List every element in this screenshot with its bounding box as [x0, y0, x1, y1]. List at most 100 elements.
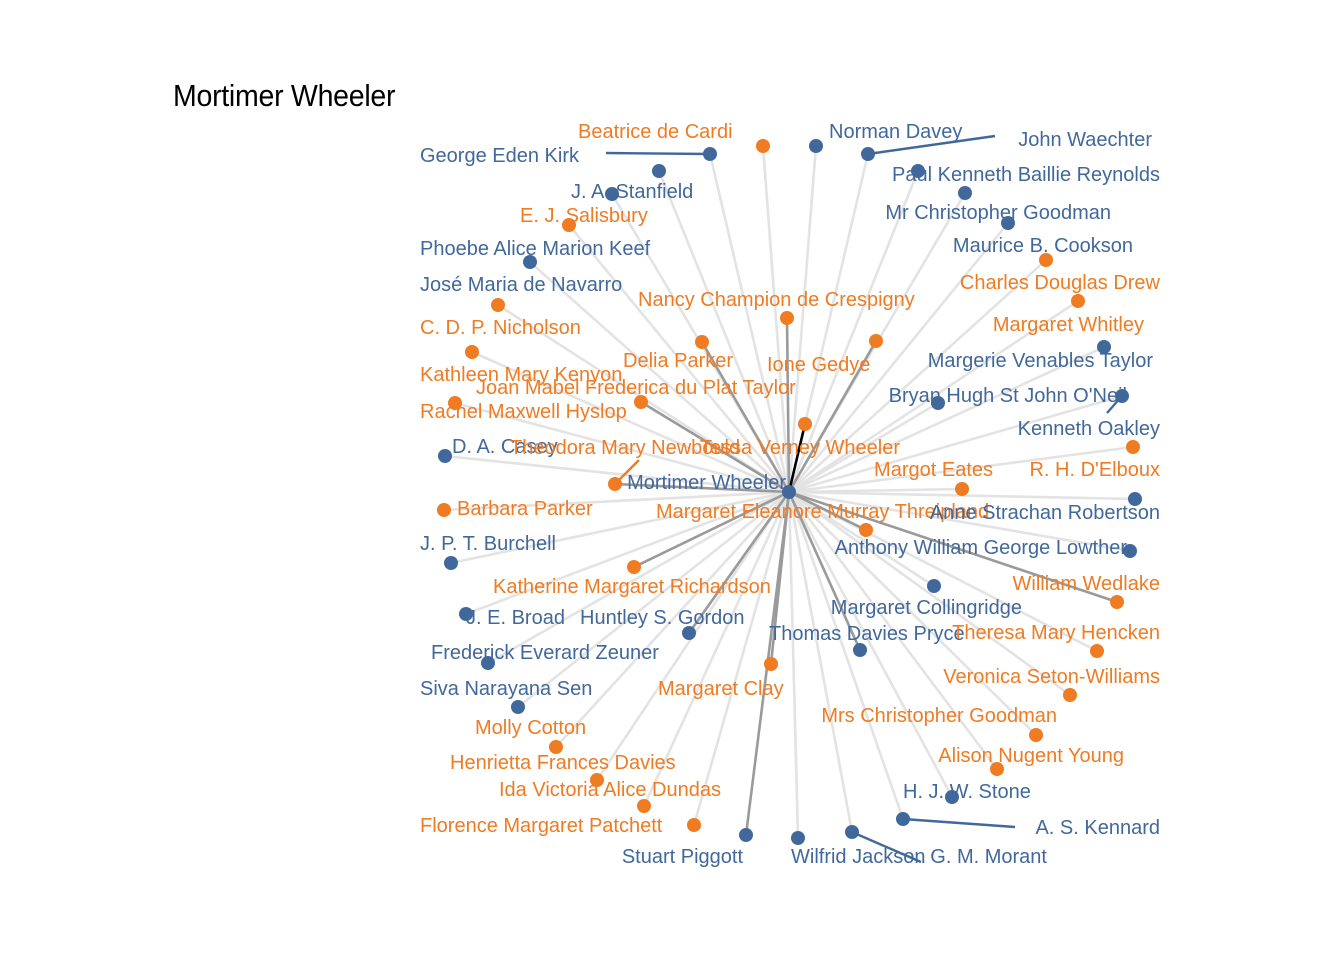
- node-label-florence-margaret-patchett: Florence Margaret Patchett: [420, 815, 663, 837]
- node-h-j-w-stone[interactable]: [945, 790, 959, 804]
- node-label-wilfrid-jackson: Wilfrid Jackson: [791, 846, 925, 868]
- edge-william-wedlake: [788, 490, 1118, 604]
- node-jose-maria-de-navarro[interactable]: [523, 255, 537, 269]
- node-kenneth-oakley[interactable]: [1115, 389, 1129, 403]
- node-label-joan-mabel-frederica-du-plat-taylor: Joan Mabel Frederica du Plat Taylor: [476, 377, 796, 399]
- node-kathleen-mary-kenyon[interactable]: [465, 345, 479, 359]
- node-label-paul-kenneth-baillie-reynolds: Paul Kenneth Baillie Reynolds: [892, 164, 1160, 186]
- node-thomas-davies-pryce[interactable]: [853, 643, 867, 657]
- node-maurice-b-cookson[interactable]: [1001, 216, 1015, 230]
- node-rachel-maxwell-hyslop[interactable]: [448, 396, 462, 410]
- node-paul-kenneth-baillie-reynolds[interactable]: [911, 164, 925, 178]
- edge-margaret-collingridge: [788, 490, 935, 588]
- node-margaret-clay[interactable]: [764, 657, 778, 671]
- center-node[interactable]: [782, 485, 796, 499]
- node-anne-strachan-robertson[interactable]: [1128, 492, 1142, 506]
- node-siva-narayana-sen[interactable]: [511, 700, 525, 714]
- node-margaret-eleanore-murray-threipland[interactable]: [859, 523, 873, 537]
- node-j-e-broad[interactable]: [459, 607, 473, 621]
- node-beatrice-de-cardi[interactable]: [756, 139, 770, 153]
- node-r-h-d-elboux[interactable]: [1126, 440, 1140, 454]
- node-alison-nugent-young[interactable]: [990, 762, 1004, 776]
- edges-layer: [443, 145, 1136, 839]
- node-label-barbara-parker: Barbara Parker: [457, 498, 593, 520]
- node-norman-davey[interactable]: [809, 139, 823, 153]
- node-mrs-christopher-goodman[interactable]: [1029, 728, 1043, 742]
- node-george-eden-kirk[interactable]: [703, 147, 717, 161]
- edge-mrs-christopher-goodman: [788, 491, 1037, 736]
- node-a-s-kennard[interactable]: [896, 812, 910, 826]
- node-charles-douglas-drew[interactable]: [1039, 253, 1053, 267]
- edge-joan-mabel-frederica-du-plat-taylor: [640, 400, 790, 494]
- node-label-huntley-s-gordon: Huntley S. Gordon: [580, 607, 745, 629]
- node-label-theresa-mary-hencken: Theresa Mary Hencken: [952, 622, 1160, 644]
- edge-anthony-william-george-lowther: [788, 490, 1131, 553]
- edge-nancy-champion-de-crespigny: [785, 317, 791, 493]
- edge-florence-margaret-patchett: [692, 491, 791, 826]
- node-john-waechter[interactable]: [861, 147, 875, 161]
- node-wilfrid-jackson[interactable]: [791, 831, 805, 845]
- node-mr-christopher-goodman[interactable]: [958, 186, 972, 200]
- node-nancy-champion-de-crespigny[interactable]: [780, 311, 794, 325]
- node-label-margerie-venables-taylor: Margerie Venables Taylor: [928, 350, 1154, 372]
- node-label-a-s-kennard: A. S. Kennard: [1035, 817, 1160, 839]
- node-label-veronica-seton-williams: Veronica Seton-Williams: [943, 666, 1160, 688]
- edge-bryan-hugh-st-john-o-neil: [788, 401, 939, 494]
- leader-line-a-s-kennard: [902, 817, 1016, 829]
- node-florence-margaret-patchett[interactable]: [687, 818, 701, 832]
- node-katherine-margaret-richardson[interactable]: [627, 560, 641, 574]
- node-d-a-casey[interactable]: [438, 449, 452, 463]
- node-label-margaret-clay: Margaret Clay: [658, 678, 784, 700]
- node-label-d-a-casey: D. A. Casey: [452, 436, 558, 458]
- node-j-p-t-burchell[interactable]: [444, 556, 458, 570]
- edge-a-s-kennard: [787, 491, 905, 820]
- node-label-ione-gedye: Ione Gedye: [767, 354, 870, 376]
- edge-ione-gedye: [787, 340, 878, 493]
- node-phoebe-alice-marion-keef[interactable]: [605, 187, 619, 201]
- edge-j-e-broad: [465, 490, 790, 616]
- edge-maurice-b-cookson: [787, 222, 1010, 493]
- node-tessa-verney-wheeler[interactable]: [798, 417, 812, 431]
- node-joan-mabel-frederica-du-plat-taylor[interactable]: [634, 395, 648, 409]
- node-margerie-venables-taylor[interactable]: [1097, 340, 1111, 354]
- node-label-j-p-t-burchell: J. P. T. Burchell: [420, 533, 556, 555]
- node-ida-victoria-alice-dundas[interactable]: [637, 799, 651, 813]
- node-stuart-piggott[interactable]: [739, 828, 753, 842]
- node-label-r-h-d-elboux: R. H. D'Elboux: [1029, 459, 1160, 481]
- node-ione-gedye[interactable]: [869, 334, 883, 348]
- node-frederick-everard-zeuner[interactable]: [481, 656, 495, 670]
- node-huntley-s-gordon[interactable]: [682, 626, 696, 640]
- node-delia-parker[interactable]: [695, 335, 709, 349]
- node-bryan-hugh-st-john-o-neil[interactable]: [931, 396, 945, 410]
- node-theresa-mary-hencken[interactable]: [1090, 644, 1104, 658]
- node-label-tessa-verney-wheeler: Tessa Verney Wheeler: [700, 437, 900, 459]
- node-henrietta-frances-davies[interactable]: [590, 773, 604, 787]
- edge-d-a-casey: [444, 454, 790, 494]
- node-margaret-collingridge[interactable]: [927, 579, 941, 593]
- node-molly-cotton[interactable]: [549, 740, 563, 754]
- node-label-kenneth-oakley: Kenneth Oakley: [1018, 418, 1160, 440]
- node-e-j-salisbury[interactable]: [562, 218, 576, 232]
- node-william-wedlake[interactable]: [1110, 595, 1124, 609]
- edge-kenneth-oakley: [788, 394, 1123, 494]
- edge-george-eden-kirk: [708, 153, 791, 493]
- node-label-alison-nugent-young: Alison Nugent Young: [938, 745, 1124, 767]
- edge-j-a-stanfield: [657, 170, 791, 493]
- node-barbara-parker[interactable]: [437, 503, 451, 517]
- edge-ida-victoria-alice-dundas: [642, 491, 791, 807]
- node-margaret-whitley[interactable]: [1071, 294, 1085, 308]
- node-margot-eates[interactable]: [955, 482, 969, 496]
- edge-paul-kenneth-baillie-reynolds: [787, 170, 920, 493]
- node-label-anthony-william-george-lowther: Anthony William George Lowther: [835, 537, 1128, 559]
- node-g-m-morant[interactable]: [845, 825, 859, 839]
- node-label-g-m-morant: G. M. Morant: [930, 846, 1047, 868]
- node-j-a-stanfield[interactable]: [652, 164, 666, 178]
- edge-j-p-t-burchell: [450, 490, 790, 565]
- node-anthony-william-george-lowther[interactable]: [1123, 544, 1137, 558]
- node-c-d-p-nicholson[interactable]: [491, 298, 505, 312]
- node-theodora-mary-newbould[interactable]: [608, 477, 622, 491]
- node-label-e-j-salisbury: E. J. Salisbury: [520, 205, 648, 227]
- node-label-thomas-davies-pryce: Thomas Davies Pryce: [769, 623, 965, 645]
- node-veronica-seton-williams[interactable]: [1063, 688, 1077, 702]
- edge-molly-cotton: [555, 491, 790, 748]
